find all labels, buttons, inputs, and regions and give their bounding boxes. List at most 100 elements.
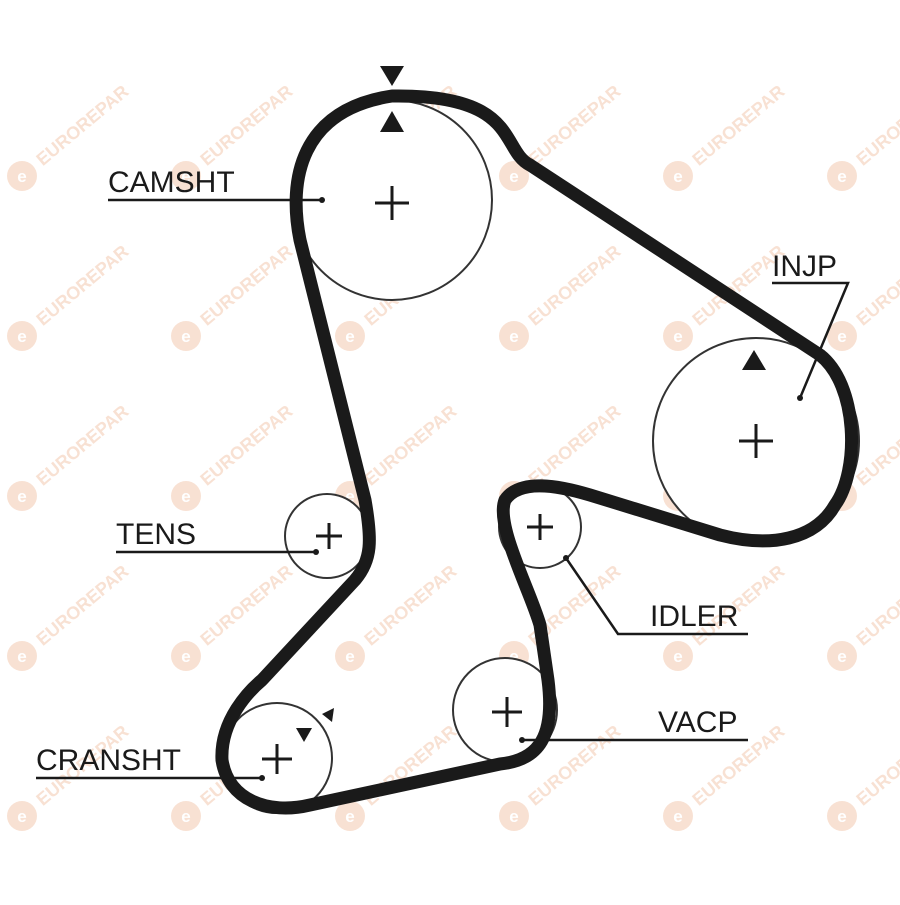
- watermark-badge-letter: e: [17, 647, 26, 666]
- watermark-badge-letter: e: [509, 167, 518, 186]
- cross-idler: [527, 514, 553, 540]
- leader-dots: [259, 197, 803, 781]
- cross-camsht: [375, 186, 409, 220]
- watermark-text: EUROREPAR: [852, 561, 900, 649]
- watermark-badge-icon: [499, 161, 529, 191]
- watermark-logo: e EUROREPAR: [171, 241, 296, 351]
- leader-lines: [36, 198, 850, 780]
- watermark-badge-letter: e: [181, 487, 190, 506]
- centre-crosses: [262, 186, 773, 774]
- timing-mark-injp-up: [742, 350, 766, 370]
- watermark-badge-icon: [827, 641, 857, 671]
- watermark-badge-letter: e: [837, 167, 846, 186]
- watermark-text: EUROREPAR: [196, 561, 296, 649]
- watermark-badge-icon: [335, 321, 365, 351]
- watermark-badge-icon: [663, 801, 693, 831]
- timing-mark-cransht-right: [322, 708, 334, 722]
- watermark-logo: e EUROREPAR: [663, 81, 788, 191]
- timing-mark-cransht-down: [296, 728, 312, 742]
- label-camsht: CAMSHT: [108, 166, 235, 199]
- watermark-badge-letter: e: [181, 167, 190, 186]
- watermark-badge-icon: [499, 321, 529, 351]
- pulleys: [221, 99, 860, 814]
- watermark-badge-letter: e: [673, 327, 682, 346]
- watermark-text: EUROREPAR: [360, 401, 460, 489]
- timing-marks: [296, 66, 766, 742]
- watermark-badge-letter: e: [17, 807, 26, 826]
- watermark-badge-icon: [335, 801, 365, 831]
- watermark-logo: e EUROREPAR: [827, 81, 900, 191]
- leader-injp: [772, 281, 850, 399]
- watermark-text: EUROREPAR: [32, 401, 132, 489]
- watermark-badge-icon: [171, 641, 201, 671]
- label-tens: TENS: [116, 518, 196, 551]
- watermark-text: EUROREPAR: [32, 81, 132, 169]
- watermark-badge-icon: [827, 161, 857, 191]
- watermark-text: EUROREPAR: [688, 81, 788, 169]
- watermark-text: EUROREPAR: [524, 81, 624, 169]
- watermark-badge-icon: [171, 801, 201, 831]
- watermark-text: EUROREPAR: [524, 401, 624, 489]
- watermark-badge-letter: e: [837, 647, 846, 666]
- label-vacp: VACP: [658, 706, 737, 739]
- watermark-text: EUROREPAR: [524, 241, 624, 329]
- watermark-text: EUROREPAR: [852, 721, 900, 809]
- watermark-text: EUROREPAR: [852, 81, 900, 169]
- watermark-badge-letter: e: [17, 487, 26, 506]
- watermark-logo: e EUROREPAR: [7, 561, 132, 671]
- watermark-text: EUROREPAR: [196, 81, 296, 169]
- watermark-badge-icon: [7, 161, 37, 191]
- watermark-badge-icon: [663, 641, 693, 671]
- cross-vacp: [492, 697, 522, 727]
- watermark-badge-letter: e: [673, 167, 682, 186]
- timing-mark-top-down: [380, 66, 404, 86]
- watermark-logo: e EUROREPAR: [827, 561, 900, 671]
- watermark-badge-letter: e: [345, 327, 354, 346]
- watermark-text: EUROREPAR: [32, 241, 132, 329]
- watermark-badge-icon: [7, 801, 37, 831]
- label-idler: IDLER: [650, 600, 738, 633]
- watermark-badge-letter: e: [345, 647, 354, 666]
- watermark-badge-letter: e: [509, 647, 518, 666]
- watermark-badge-letter: e: [345, 807, 354, 826]
- watermark-logo: e EUROREPAR: [827, 241, 900, 351]
- watermark-badge-icon: [171, 321, 201, 351]
- watermark-badge-letter: e: [837, 327, 846, 346]
- watermark-text: EUROREPAR: [196, 401, 296, 489]
- watermark-badge-letter: e: [17, 327, 26, 346]
- label-injp: INJP: [772, 250, 837, 283]
- watermark-badge-icon: [663, 321, 693, 351]
- watermark-badge-letter: e: [181, 807, 190, 826]
- watermark-text: EUROREPAR: [32, 561, 132, 649]
- watermark-logo: e EUROREPAR: [7, 241, 132, 351]
- watermark-badge-letter: e: [509, 327, 518, 346]
- watermark-badge-letter: e: [181, 327, 190, 346]
- watermark-logo: e EUROREPAR: [171, 401, 296, 511]
- watermark-badge-letter: e: [837, 807, 846, 826]
- watermark-logo: e EUROREPAR: [499, 241, 624, 351]
- watermark-badge-icon: [7, 321, 37, 351]
- watermark-badge-icon: [827, 801, 857, 831]
- watermark-badge-letter: e: [673, 647, 682, 666]
- watermark-text: EUROREPAR: [196, 241, 296, 329]
- timing-belt: [215, 89, 859, 815]
- watermark-badge-letter: e: [17, 167, 26, 186]
- watermark-badge-letter: e: [673, 807, 682, 826]
- cross-tens: [316, 523, 342, 549]
- watermark-text: EUROREPAR: [852, 241, 900, 329]
- watermark-badge-icon: [7, 481, 37, 511]
- cross-injp: [739, 424, 773, 458]
- leader-idler: [564, 557, 748, 636]
- watermark-badge-icon: [171, 161, 201, 191]
- cross-cransht: [262, 744, 292, 774]
- watermark-badge-letter: e: [181, 647, 190, 666]
- watermark-badge-icon: [663, 161, 693, 191]
- label-cransht: CRANSHT: [36, 744, 181, 777]
- watermark-badge-letter: e: [345, 487, 354, 506]
- watermark-logo: e EUROREPAR: [827, 721, 900, 831]
- timing-mark-camsht-up: [380, 111, 404, 132]
- watermark-badge-icon: [7, 641, 37, 671]
- watermark-logo: e EUROREPAR: [7, 401, 132, 511]
